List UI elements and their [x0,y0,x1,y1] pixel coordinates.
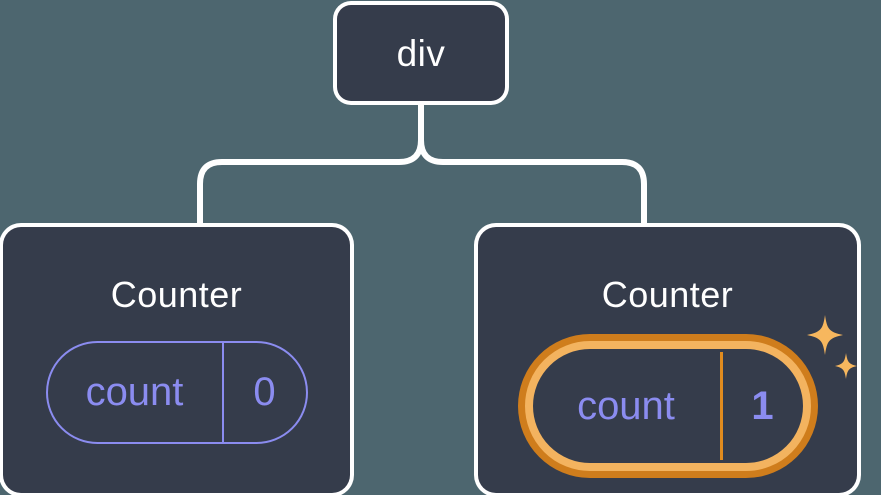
sparkle-small-icon [834,353,857,379]
sparkle-large-icon [806,315,843,355]
state-pill-highlighted[interactable]: count 1 [524,341,811,471]
node-title: Counter [110,274,243,315]
state-pill[interactable]: count 0 [45,341,308,444]
state-value-label: 0 [253,370,276,414]
node-root-div[interactable]: div [337,5,505,101]
node-counter-left[interactable]: Counter count 0 [3,227,350,493]
state-pill-wrapper: count 0 [45,341,308,444]
node-title: Counter [601,274,734,315]
state-key-label: count [48,343,224,442]
node-root-label: div [396,32,446,74]
node-counter-right[interactable]: Counter count 1 [478,227,857,493]
state-pill-wrapper: count 1 [524,315,857,471]
state-value-label: 1 [751,383,774,428]
sparkle-icons [806,315,857,379]
state-key-label: count [533,352,723,460]
